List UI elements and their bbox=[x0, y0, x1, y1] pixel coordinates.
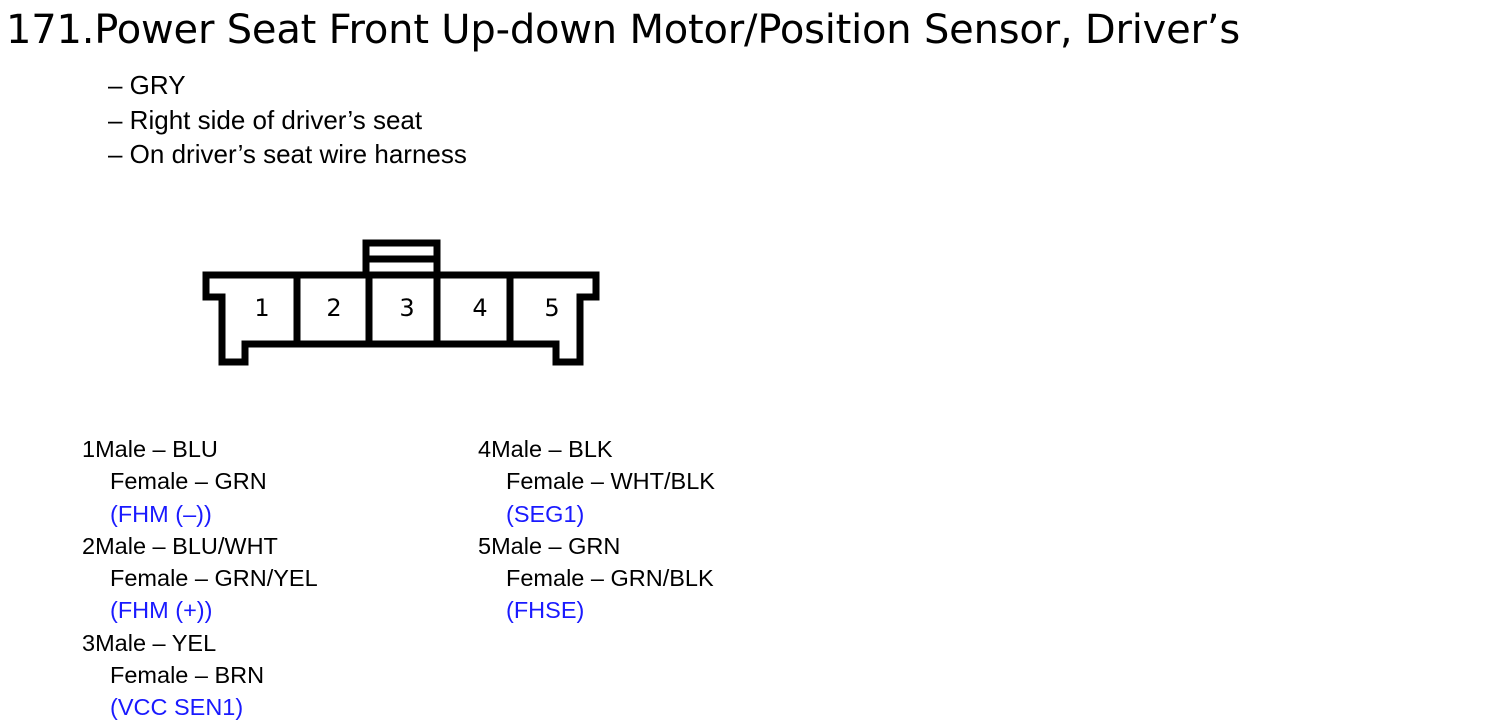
pin-list-right: 4Male – BLK Female – WHT/BLK (SEG1) 5Mal… bbox=[478, 433, 715, 627]
pin-number: 3 bbox=[82, 629, 96, 656]
pin-signal-name: (FHM (–)) bbox=[110, 500, 212, 527]
pin-female-wire: Female – BRN bbox=[110, 662, 265, 689]
pin-entry-3: 3Male – YEL Female – BRN (VCC SEN1) bbox=[82, 627, 318, 724]
pin-male-wire: Male – BLU/WHT bbox=[95, 532, 278, 559]
cavity-label-3: 3 bbox=[399, 294, 414, 322]
pin-female-wire: Female – GRN/YEL bbox=[110, 565, 318, 592]
note-connector-color: – GRY bbox=[108, 70, 186, 100]
pin-signal-name: (SEG1) bbox=[506, 500, 585, 527]
pin-signal-name: (FHSE) bbox=[506, 597, 585, 624]
pin-signal-name: (FHM (+)) bbox=[110, 597, 213, 624]
pin-number: 1 bbox=[82, 436, 96, 462]
note-harness: – On driver’s seat wire harness bbox=[108, 139, 467, 169]
pin-number: 2 bbox=[82, 532, 96, 559]
cavity-label-5: 5 bbox=[544, 294, 559, 322]
connector-notes: – GRY – Right side of driver’s seat – On… bbox=[108, 68, 467, 172]
pin-number: 5 bbox=[478, 532, 492, 559]
pin-male-wire: Male – YEL bbox=[95, 629, 217, 656]
pin-entry-4: 4Male – BLK Female – WHT/BLK (SEG1) bbox=[478, 433, 715, 530]
pin-signal-name: (VCC SEN1) bbox=[110, 694, 244, 721]
pin-entry-5: 5Male – GRN Female – GRN/BLK (FHSE) bbox=[478, 530, 715, 627]
pin-female-wire: Female – WHT/BLK bbox=[506, 468, 715, 495]
connector-housing-outline bbox=[202, 271, 600, 366]
pin-number: 4 bbox=[478, 436, 492, 462]
cavity-label-1: 1 bbox=[254, 294, 269, 322]
pin-male-wire: Male – BLU bbox=[95, 436, 218, 462]
pin-list-left: 1Male – BLU Female – GRN (FHM (–)) 2Male… bbox=[82, 433, 318, 724]
pin-entry-1: 1Male – BLU Female – GRN (FHM (–)) bbox=[82, 433, 318, 530]
pin-entry-2: 2Male – BLU/WHT Female – GRN/YEL (FHM (+… bbox=[82, 530, 318, 627]
pin-male-wire: Male – GRN bbox=[491, 532, 621, 559]
page-title: 171.Power Seat Front Up-down Motor/Posit… bbox=[6, 7, 1240, 53]
note-location: – Right side of driver’s seat bbox=[108, 104, 423, 135]
pin-female-wire: Female – GRN/BLK bbox=[506, 565, 714, 592]
cavity-label-2: 2 bbox=[326, 294, 341, 322]
cavity-label-4: 4 bbox=[472, 294, 487, 322]
pin-male-wire: Male – BLK bbox=[491, 436, 613, 462]
pin-female-wire: Female – GRN bbox=[110, 468, 267, 495]
